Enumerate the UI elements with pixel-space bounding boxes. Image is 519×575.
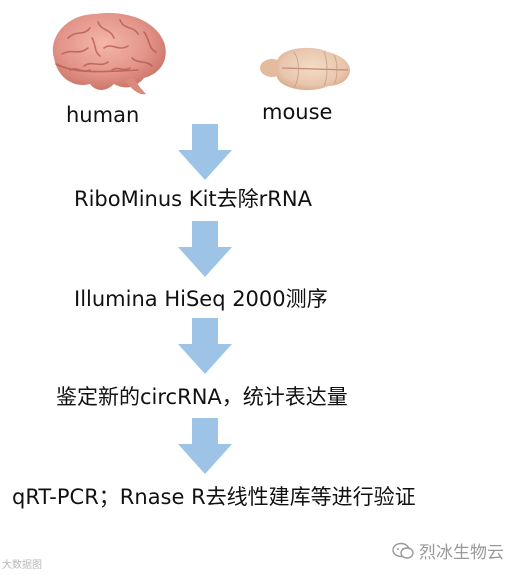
step-validation: qRT-PCR；Rnase R去线性建库等进行验证	[12, 485, 416, 509]
watermark-left-text: 大数据图	[2, 560, 42, 571]
mouse-brain-image	[254, 42, 354, 94]
down-arrow-icon	[178, 418, 232, 474]
wechat-icon	[392, 542, 414, 559]
step-sequencing: Illumina HiSeq 2000测序	[74, 287, 328, 311]
mouse-label: mouse	[262, 100, 333, 124]
human-brain-image	[44, 8, 170, 100]
down-arrow-icon	[178, 221, 232, 277]
watermark-left: 大数据图	[2, 556, 42, 571]
down-arrow-icon	[178, 318, 232, 374]
watermark-right-text: 烈冰生物云	[419, 543, 504, 563]
step-rrna-removal: RiboMinus Kit去除rRNA	[74, 187, 312, 211]
step-circrna-identification: 鉴定新的circRNA，统计表达量	[56, 385, 348, 409]
watermark-right: 烈冰生物云	[392, 538, 504, 563]
human-label: human	[66, 103, 140, 127]
down-arrow-icon	[178, 124, 232, 180]
